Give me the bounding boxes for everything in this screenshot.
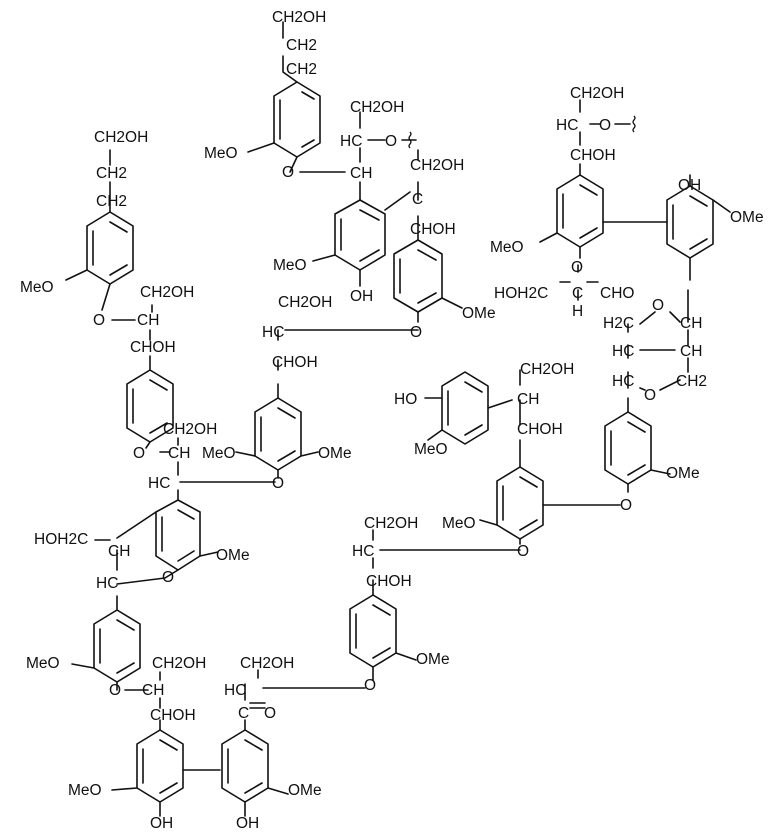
atom-label: OH	[678, 177, 701, 194]
atom-label: OMe	[288, 782, 322, 799]
atom-label: CH2OH	[140, 284, 194, 301]
atom-labels: CH2OH CH2 CH2 MeO O CH2OH HC O CH CH2OH …	[20, 9, 764, 832]
atom-label: HC	[148, 475, 170, 492]
atom-label: OMe	[318, 445, 352, 462]
atom-label: CH2OH	[410, 157, 464, 174]
atom-label: HOH2C	[34, 531, 88, 548]
atom-label: CH2OH	[272, 9, 326, 26]
atom-label: OMe	[730, 209, 764, 226]
atom-label: O	[364, 677, 376, 694]
atom-label: O	[282, 164, 294, 181]
atom-label: C	[572, 285, 583, 302]
atom-label: CH2OH	[152, 655, 206, 672]
atom-label: O	[162, 569, 174, 586]
atom-label: CH2	[676, 373, 707, 390]
atom-label: HC	[96, 575, 118, 592]
atom-label: H	[572, 303, 583, 320]
atom-label: OH	[236, 815, 259, 832]
atom-label: HC	[612, 373, 634, 390]
atom-label: CH2OH	[350, 99, 404, 116]
atom-label: OH	[150, 815, 173, 832]
atom-label: O	[93, 312, 105, 329]
atom-label: CHOH	[130, 339, 176, 356]
atom-label: O	[133, 445, 145, 462]
atom-label: OMe	[416, 651, 450, 668]
atom-label: HC	[556, 117, 578, 134]
atom-label: CH2	[286, 61, 317, 78]
atom-label: O	[652, 297, 664, 314]
atom-label: O	[620, 497, 632, 514]
atom-label: CHOH	[517, 421, 563, 438]
bond-lines	[65, 21, 731, 817]
atom-label: CHO	[600, 285, 634, 302]
atom-label: CHOH	[272, 354, 318, 371]
atom-label: O	[264, 705, 276, 722]
atom-label: HC	[352, 543, 374, 560]
atom-label: CH	[137, 312, 159, 329]
atom-label: OMe	[216, 547, 250, 564]
atom-label: MeO	[273, 257, 307, 274]
atom-label: MeO	[202, 445, 236, 462]
atom-label: MeO	[414, 441, 448, 458]
atom-label: MeO	[442, 515, 476, 532]
atom-label: O	[385, 133, 397, 150]
atom-label: MeO	[204, 145, 238, 162]
atom-label: OMe	[462, 305, 496, 322]
atom-label: O	[410, 324, 422, 341]
atom-label: HO	[394, 391, 417, 408]
atom-label: CH2OH	[94, 129, 148, 146]
atom-label: CH	[350, 165, 372, 182]
atom-label: O	[644, 387, 656, 404]
atom-label: CH2OH	[364, 515, 418, 532]
atom-label: HC	[224, 682, 246, 699]
atom-label: CHOH	[410, 221, 456, 238]
atom-label: MeO	[20, 279, 54, 296]
atom-label: HC	[340, 133, 362, 150]
atom-label: CH	[517, 391, 539, 408]
atom-label: CH2OH	[570, 85, 624, 102]
atom-label: CHOH	[366, 573, 412, 590]
atom-label: CH	[680, 343, 702, 360]
atom-label: CH2OH	[163, 421, 217, 438]
atom-label: C	[412, 191, 423, 208]
atom-label: CH	[142, 682, 164, 699]
atom-label: O	[571, 259, 583, 276]
atom-label: CH2	[96, 193, 127, 210]
atom-label: OH	[350, 288, 373, 305]
atom-label: HOH2C	[494, 285, 548, 302]
atom-label: C	[238, 705, 249, 722]
continuation-bond-top	[408, 131, 412, 149]
atom-label: HC	[262, 324, 284, 341]
atom-label: MeO	[490, 239, 524, 256]
atom-label: CH	[108, 543, 130, 560]
atom-label: HC	[612, 343, 634, 360]
atom-label: O	[272, 475, 284, 492]
atom-label: CH2OH	[240, 655, 294, 672]
atom-label: CH2	[96, 165, 127, 182]
atom-label: MeO	[26, 655, 60, 672]
atom-label: CH2	[286, 37, 317, 54]
atom-label: O	[109, 682, 121, 699]
continuation-bond-right	[632, 115, 636, 133]
atom-label: MeO	[68, 782, 102, 799]
atom-label: CH	[680, 315, 702, 332]
atom-label: O	[517, 543, 529, 560]
atom-label: CH2OH	[520, 361, 574, 378]
atom-label: CHOH	[570, 147, 616, 164]
atom-label: CH2OH	[278, 294, 332, 311]
atom-label: H2C	[603, 315, 634, 332]
atom-label: CH	[168, 445, 190, 462]
atom-label: O	[599, 117, 611, 134]
atom-label: CHOH	[150, 707, 196, 724]
atom-label: OMe	[666, 465, 700, 482]
